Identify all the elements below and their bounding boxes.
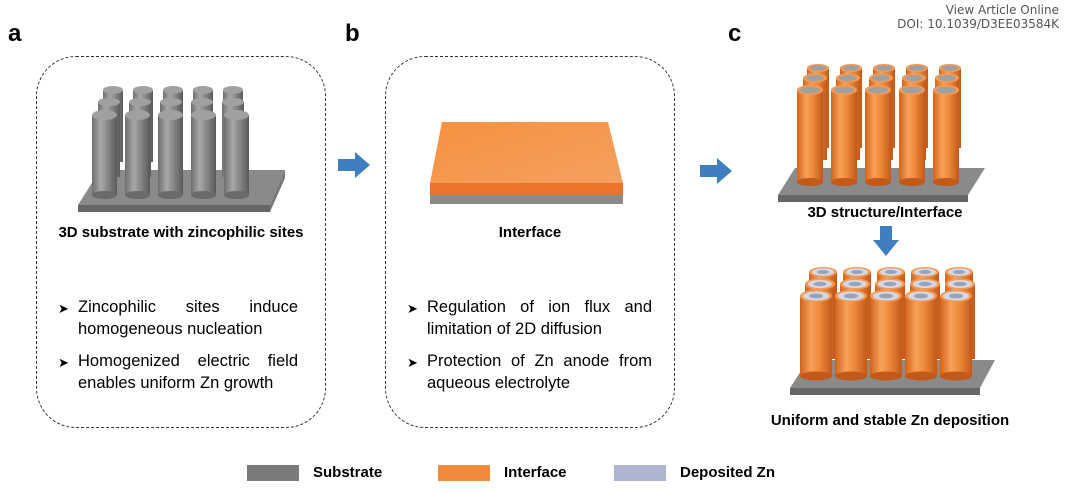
- list-item: ➤ Regulation of ion flux and limitation …: [407, 296, 652, 340]
- arrow-right-icon: [700, 158, 732, 184]
- bullet-text: Zincophilic sites induce homogeneous nuc…: [78, 298, 298, 338]
- bullet-text: Protection of Zn anode from aqueous elec…: [427, 352, 652, 392]
- panel-letter-a: a: [8, 20, 22, 47]
- panel-b-bullets: ➤ Regulation of ion flux and limitation …: [407, 296, 652, 404]
- view-article-link[interactable]: View Article Online: [945, 3, 1059, 17]
- bullet-text: Homogenized electric field enables unifo…: [78, 352, 298, 392]
- panel-b-caption: Interface: [498, 224, 562, 241]
- legend-item-deposited-zn: Deposited Zn: [614, 464, 775, 481]
- panel-a-caption: 3D substrate with zincophilic sites: [58, 224, 304, 241]
- legend-label: Interface: [504, 464, 567, 481]
- panel-b-box: [385, 56, 675, 428]
- deposited-zn-pillars: [790, 267, 995, 395]
- article-header: View Article Online DOI: 10.1039/D3EE035…: [897, 3, 1059, 31]
- list-item: ➤ Zincophilic sites induce homogeneous n…: [58, 296, 298, 340]
- panel-c-caption-bottom: Uniform and stable Zn deposition: [770, 412, 1010, 429]
- arrowhead-bullet-icon: ➤: [407, 301, 418, 316]
- substrate-pillars-gray: [78, 86, 285, 212]
- legend-swatch-deposited-zn: [614, 464, 666, 481]
- coated-pillars-top: [778, 64, 985, 202]
- list-item: ➤ Protection of Zn anode from aqueous el…: [407, 350, 652, 394]
- arrowhead-bullet-icon: ➤: [58, 355, 69, 370]
- legend-swatch-substrate: [247, 464, 299, 481]
- legend-label: Deposited Zn: [680, 464, 776, 481]
- interface-slab: [430, 122, 623, 204]
- panel-letter-c: c: [728, 20, 742, 47]
- legend-swatch-interface: [438, 464, 490, 481]
- doi-text: DOI: 10.1039/D3EE03584K: [897, 17, 1059, 31]
- arrowhead-bullet-icon: ➤: [58, 301, 69, 316]
- panel-c-caption-top: 3D structure/Interface: [807, 204, 963, 221]
- arrow-down-icon: [873, 226, 899, 256]
- panel-a-box: [36, 56, 326, 428]
- panel-a-bullets: ➤ Zincophilic sites induce homogeneous n…: [58, 296, 298, 404]
- arrow-right-icon: [338, 152, 370, 178]
- panel-letter-b: b: [345, 20, 360, 47]
- arrowhead-bullet-icon: ➤: [407, 355, 418, 370]
- legend-item-substrate: Substrate: [247, 464, 382, 481]
- bullet-text: Regulation of ion flux and limitation of…: [427, 298, 652, 338]
- legend-item-interface: Interface: [438, 464, 567, 481]
- list-item: ➤ Homogenized electric field enables uni…: [58, 350, 298, 394]
- legend-label: Substrate: [313, 464, 383, 481]
